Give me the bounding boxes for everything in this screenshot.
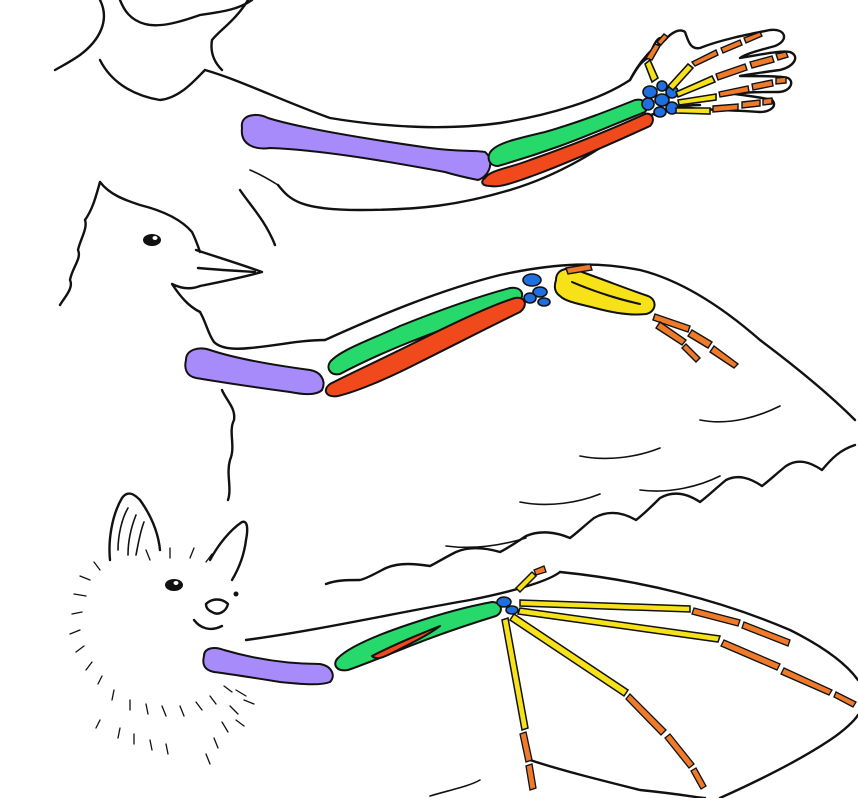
bat-humerus [202, 647, 334, 686]
bat-fur [69, 547, 255, 765]
human-figure [53, 0, 797, 247]
bird-phalanges [565, 263, 740, 369]
bird-metacarpals [553, 267, 656, 316]
bird-carpals [522, 273, 551, 307]
bat-figure [69, 492, 858, 798]
bird-radius [327, 286, 524, 376]
bat-phalanges [519, 565, 857, 791]
human-phalanges [644, 31, 789, 113]
human-radius [487, 98, 648, 167]
bat-ear-left [108, 492, 162, 562]
human-metacarpals [644, 58, 717, 115]
bird-forelimb-bones [184, 263, 740, 398]
bird-eye [143, 234, 161, 246]
human-outline [53, 0, 667, 129]
human-ulna [481, 112, 654, 188]
bat-nose [204, 598, 230, 615]
bat-carpals [496, 596, 519, 615]
bat-ear-right [208, 520, 249, 582]
bird-figure [58, 180, 857, 586]
human-carpals [641, 80, 679, 118]
human-humerus [240, 114, 492, 181]
bird-head-outline [58, 180, 202, 307]
human-forelimb-bones [240, 31, 789, 188]
bird-humerus [184, 347, 325, 395]
bird-ulna [324, 296, 526, 398]
bat-eye [165, 579, 183, 591]
bird-beak [194, 248, 264, 288]
bat-forelimb-bones [202, 565, 857, 791]
bat-metacarpals [501, 570, 721, 731]
bird-feather-edge [324, 443, 857, 586]
bat-ulna [371, 625, 441, 660]
